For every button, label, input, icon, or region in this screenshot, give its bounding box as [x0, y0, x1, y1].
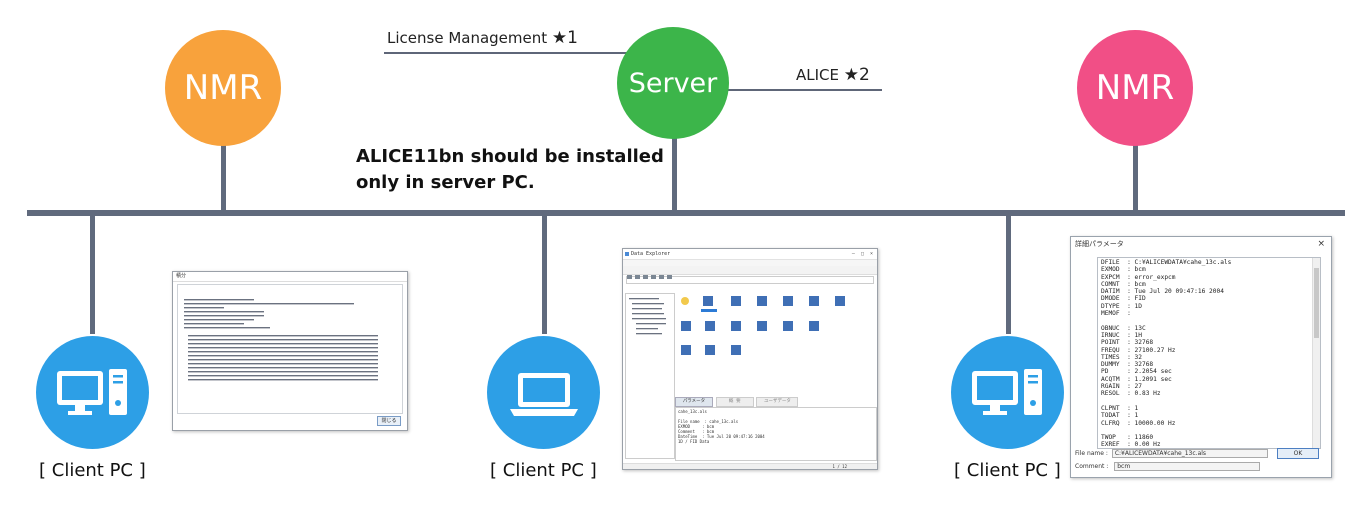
integration-window-screenshot: 積分 — [172, 271, 408, 431]
explorer-info-pane: cahe_13c.als File name : cahe_13c.als EX… — [675, 407, 877, 461]
client1-connector — [90, 214, 95, 334]
explorer-menubar — [623, 260, 877, 266]
tab-summary[interactable]: 概 要 — [715, 397, 754, 407]
server-node: Server — [617, 27, 729, 139]
explorer-status: 1 / 12 — [832, 464, 847, 469]
explorer-window-controls: – □ × — [851, 251, 873, 257]
server-connector — [672, 125, 677, 212]
network-bus — [27, 210, 1345, 216]
explorer-titlebar: Data Explorer – □ × — [623, 249, 877, 260]
tree-lines — [629, 298, 666, 335]
explorer-file-pane — [675, 293, 873, 393]
close-button-label: 閉じる — [381, 418, 397, 424]
params-text: DFILE : C:¥ALICEWDATA¥cahe_13c.als EXMOD… — [1101, 259, 1232, 449]
data-explorer-screenshot: Data Explorer – □ × — [622, 248, 878, 470]
server-label: Server — [628, 67, 718, 99]
explorer-statusbar: 1 / 12 — [623, 463, 877, 469]
comment-field[interactable]: bcm — [1114, 462, 1261, 471]
client2-connector — [542, 214, 547, 334]
params-titlebar: 詳細パラメータ × — [1071, 237, 1331, 251]
install-note-line1: ALICE11bn should be installed — [356, 146, 664, 167]
client1-node — [36, 336, 149, 449]
license-mark: ★1 — [551, 28, 578, 48]
desktop-icon — [971, 368, 1042, 415]
client3-caption: [ Client PC ] — [954, 460, 1061, 481]
alice-text: ALICE — [796, 66, 839, 84]
ok-button[interactable]: OK — [1277, 448, 1319, 459]
license-text: License Management — [387, 29, 548, 47]
client3-connector — [1006, 214, 1011, 334]
nmr-right-node: NMR — [1077, 30, 1193, 146]
toolbar-icons — [627, 275, 672, 279]
nmr-left-node: NMR — [165, 30, 281, 146]
client2-caption: [ Client PC ] — [490, 460, 597, 481]
explorer-address-bar[interactable] — [626, 276, 874, 284]
explorer-app-icon — [625, 252, 629, 256]
params-scroll-thumb[interactable] — [1314, 268, 1319, 338]
install-note: ALICE11bn should be installed only in se… — [356, 144, 664, 196]
explorer-tabs: パラメータ 概 要 ユーザデータ — [675, 397, 873, 407]
params-title: 詳細パラメータ — [1075, 240, 1124, 248]
nmr-right-connector — [1133, 140, 1138, 212]
alice-mark: ★2 — [843, 65, 870, 85]
integration-text-area — [177, 284, 403, 414]
ok-button-label: OK — [1293, 450, 1303, 457]
nmr-right-label: NMR — [1095, 68, 1175, 108]
file-name-field[interactable]: C:¥ALICEWDATA¥cahe_13c.als — [1111, 449, 1268, 458]
client1-caption: [ Client PC ] — [39, 460, 146, 481]
integration-close-button[interactable]: 閉じる — [377, 416, 401, 426]
install-note-line2: only in server PC. — [356, 172, 535, 193]
license-management-label: License Management ★1 — [387, 28, 578, 48]
params-text-area: DFILE : C:¥ALICEWDATA¥cahe_13c.als EXMOD… — [1097, 257, 1321, 449]
nmr-left-label: NMR — [183, 68, 263, 108]
integration-window-title: 積分 — [176, 273, 187, 279]
close-icon[interactable]: × — [1317, 239, 1325, 249]
laptop-icon — [509, 372, 578, 416]
client3-node — [951, 336, 1064, 449]
params-scrollbar[interactable] — [1312, 258, 1320, 448]
alice-label: ALICE ★2 — [796, 65, 870, 85]
alice-line — [724, 89, 882, 91]
explorer-toolbar — [623, 266, 877, 279]
explorer-tree-pane — [625, 293, 675, 459]
file-icons — [681, 296, 845, 355]
integration-window-titlebar: 積分 — [173, 272, 407, 282]
license-line — [384, 52, 644, 54]
tab-parameters[interactable]: パラメータ — [675, 397, 713, 407]
params-comment-row: Comment : bcm — [1075, 462, 1261, 471]
params-file-row: File name : C:¥ALICEWDATA¥cahe_13c.als — [1075, 449, 1268, 458]
parameters-window-screenshot: 詳細パラメータ × DFILE : C:¥ALICEWDATA¥cahe_13c… — [1070, 236, 1332, 478]
comment-label: Comment : — [1075, 463, 1109, 470]
client2-node — [487, 336, 600, 449]
desktop-icon — [56, 368, 127, 415]
tab-user-data[interactable]: ユーザデータ — [756, 397, 799, 407]
integration-text-lines — [184, 299, 378, 381]
explorer-title: Data Explorer — [631, 251, 671, 257]
file-name-label: File name : — [1075, 450, 1108, 457]
nmr-left-connector — [221, 140, 226, 212]
